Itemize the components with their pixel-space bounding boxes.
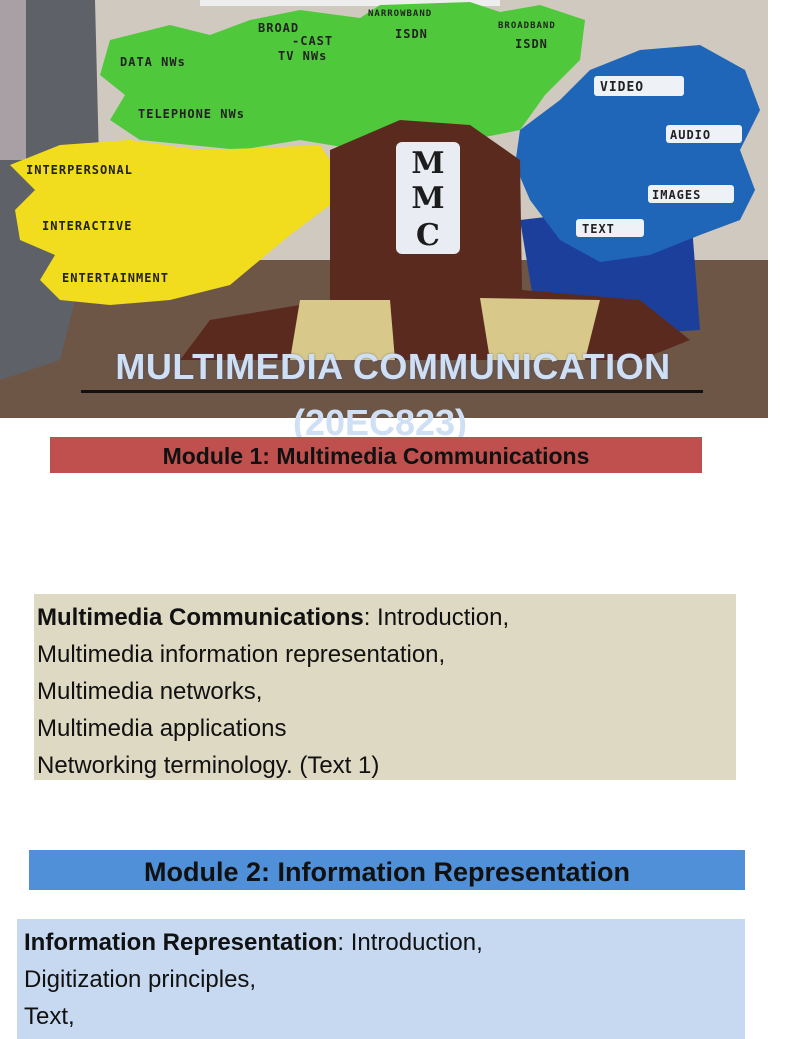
leaf-label-broad: BROAD: [258, 21, 299, 35]
module-1-content: Multimedia Communications: Introduction,…: [34, 594, 736, 780]
leaf-label-interactive: INTERACTIVE: [42, 219, 132, 233]
module-1-topic: Networking terminology. (Text 1): [37, 752, 380, 779]
leaf-label-cast: -CAST: [292, 34, 333, 48]
leaf-label-audio: AUDIO: [670, 128, 711, 142]
module-2-heading: Module 2: Information Representation: [29, 850, 745, 890]
leaf-label-interpersonal: INTERPERSONAL: [26, 163, 133, 177]
hero-photo: M M C DATA NWs TELEPHONE NWs BROAD -CAST…: [0, 0, 768, 443]
module-1-lead-term: Multimedia Communications: [37, 604, 364, 631]
leaf-label-tv-nws: TV NWs: [278, 49, 327, 63]
module-2-content: Information Representation: Introduction…: [17, 919, 745, 1039]
course-title: MULTIMEDIA COMMUNICATION: [115, 346, 671, 387]
leaf-label-text: TEXT: [582, 222, 615, 236]
title-underline: [81, 390, 703, 393]
course-code: (20EC823): [292, 402, 468, 443]
module-2-topic: Digitization principles,: [24, 966, 257, 993]
module-2-lead-line: Information Representation: Introduction…: [24, 924, 745, 961]
leaf-label-telephone-nws: TELEPHONE NWs: [138, 107, 245, 121]
module-1-lead-rest: : Introduction,: [363, 604, 510, 631]
yellow-canopy: [10, 140, 340, 305]
leaf-label-video: VIDEO: [600, 80, 644, 95]
leaf-label-isdn-2: ISDN: [515, 37, 548, 51]
module-2-lead-term: Information Representation: [24, 929, 338, 956]
module-2-lead-rest: : Introduction,: [337, 929, 483, 956]
blue-canopy: [515, 45, 760, 262]
leaf-label-narrowband: NARROWBAND: [368, 9, 432, 19]
module-1-lead-line: Multimedia Communications: Introduction,: [37, 599, 736, 636]
green-canopy: [100, 2, 585, 150]
mmc-letter-3: C: [416, 218, 440, 253]
leaf-label-entertainment: ENTERTAINMENT: [62, 271, 169, 285]
module-1-topic: Multimedia information representation,: [37, 641, 446, 668]
mmc-tree-illustration: M M C DATA NWs TELEPHONE NWs BROAD -CAST…: [0, 0, 768, 418]
leaf-label-isdn-1: ISDN: [395, 27, 428, 41]
leaf-label-data-nws: DATA NWs: [120, 55, 186, 69]
mmc-letter-2: M: [411, 181, 444, 216]
leaf-label-broadband: BROADBAND: [498, 21, 556, 31]
leaf-label-images: IMAGES: [652, 188, 701, 202]
module-1-heading: Module 1: Multimedia Communications: [50, 437, 702, 473]
module-1-topic: Multimedia applications: [37, 715, 287, 742]
module-2-topic: Text,: [24, 1003, 75, 1030]
mmc-letter-1: M: [411, 146, 444, 181]
module-1-topic: Multimedia networks,: [37, 678, 263, 705]
